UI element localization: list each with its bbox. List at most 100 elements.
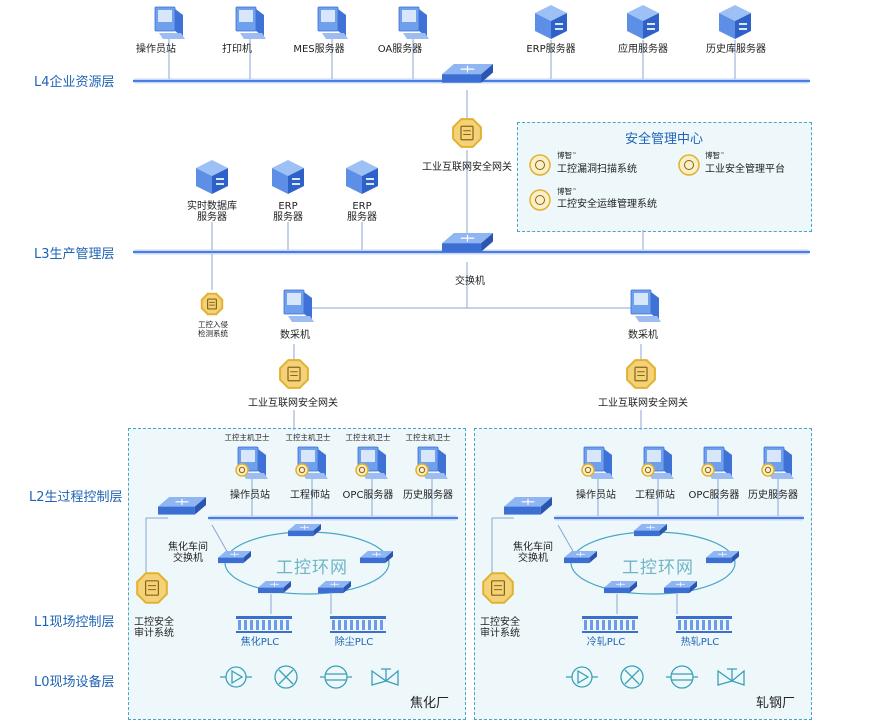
right-ring-switch-icon-2 (706, 551, 739, 564)
l3-erp1-line1: ERP (278, 201, 298, 212)
right-ring-label: 工控环网 (622, 558, 694, 578)
l3-rtdb-line2: 服务器 (197, 212, 227, 223)
l4-core-switch-icon (442, 64, 493, 83)
l3-collector-right-icon (630, 289, 661, 322)
l4-device-icon-3 (398, 6, 429, 39)
right-host-guard-icon-0 (581, 463, 595, 477)
left-flowmeter-icon (320, 665, 352, 689)
right-plc-2-label: 热轧PLC (680, 637, 720, 648)
l3-bus (133, 249, 810, 255)
left-opc-server-label: OPC服务器 (342, 490, 394, 501)
left-switch-line1: 焦化车间 (168, 542, 208, 553)
right-host-guard-icon-1 (641, 463, 655, 477)
right-audit-icon (482, 572, 514, 604)
left-host-guard-icon-0 (235, 463, 249, 477)
layer-l0-label: L0现场设备层 (34, 675, 115, 690)
l4-oa-server-label: OA服务器 (377, 44, 423, 55)
left-host-guard-icon-3 (415, 463, 429, 477)
l3-core-switch-icon (442, 233, 493, 252)
l3-collector-right-label: 数采机 (628, 330, 658, 341)
left-history-server-label: 历史服务器 (403, 490, 453, 501)
right-plc-1-label: 冷轧PLC (586, 637, 626, 648)
security-brand-3: 博智™ (557, 187, 577, 196)
left-operator-station-label: 操作员站 (230, 490, 270, 501)
left-host-guard-icon-1 (295, 463, 309, 477)
left-valve-cross-icon (274, 665, 298, 689)
l4-mes-server-label: MES服务器 (293, 44, 345, 55)
left-ring-switch-icon-3 (258, 581, 291, 594)
right-ring-switch-icon-0 (634, 524, 667, 537)
l3-server-icon-0 (196, 160, 228, 194)
left-plc-icon-1 (236, 616, 292, 633)
left-switch-label: 焦化车间交换机 (160, 542, 216, 564)
layer-l3-label: L3生产管理层 (34, 247, 115, 262)
l3-collector-left-label: 数采机 (280, 330, 310, 341)
left-pump-icon (220, 666, 252, 688)
right-valve-cross-icon (620, 665, 644, 689)
left-ring-switch-icon-4 (318, 581, 351, 594)
l4-erp-server-label: ERP服务器 (526, 44, 576, 55)
security-item-vuln-scan: 工控漏洞扫描系统 (557, 164, 637, 175)
l3-rtdb-line1: 实时数据库 (187, 201, 237, 212)
left-audit-line1: 工控安全 (134, 617, 174, 628)
l3-gateway-left-icon (279, 359, 309, 389)
l3-gateway-left-label: 工业互联网安全网关 (248, 398, 338, 409)
right-switch-label: 焦化车间交换机 (505, 542, 561, 564)
right-flowmeter-icon (666, 665, 698, 689)
security-item-mgmt-platform: 工业安全管理平台 (705, 164, 785, 175)
right-switch-to-ring (557, 524, 575, 554)
left-host-guard-icon-2 (355, 463, 369, 477)
mgmt-platform-icon (678, 154, 700, 176)
l4-printer-label: 打印机 (222, 44, 252, 55)
l4-device-icon-0 (154, 6, 185, 39)
right-engineer-station-label: 工程师站 (635, 490, 675, 501)
right-pump-icon (566, 666, 598, 688)
l4-operator-station-label: 操作员站 (136, 44, 176, 55)
l3-switch-label: 交换机 (455, 276, 485, 287)
l3-server-icon-1 (272, 160, 304, 194)
layer-l4-label: L4企业资源层 (34, 75, 115, 90)
left-l2-bus (208, 515, 458, 521)
plant-right-zone (474, 428, 812, 720)
layer-l1-label: L1现场控制层 (34, 615, 115, 630)
right-audit-line2: 审计系统 (480, 628, 520, 639)
security-brand-text-1: 博智 (557, 151, 572, 160)
right-audit-line1: 工控安全 (480, 617, 520, 628)
security-center-title: 安全管理中心 (625, 132, 704, 147)
l4-server-icon-0 (535, 5, 567, 39)
right-opc-server-label: OPC服务器 (688, 490, 740, 501)
l4-gateway-icon (452, 118, 482, 148)
left-guard-label-2: 工控主机卫士 (285, 433, 331, 442)
right-ring-switch-icon-3 (604, 581, 637, 594)
right-workshop-switch-icon (504, 497, 552, 515)
security-tm-2: ™ (720, 152, 725, 158)
security-item-ops-mgmt: 工控安全运维管理系统 (557, 199, 657, 210)
l3-erp2-line2: 服务器 (347, 212, 377, 223)
right-history-server-label: 历史服务器 (748, 490, 798, 501)
security-brand-2: 博智™ (705, 151, 725, 160)
l3-erp1-line2: 服务器 (273, 212, 303, 223)
left-control-valve-icon (371, 668, 399, 686)
right-ring-switch-icon-1 (564, 551, 597, 564)
left-ring-label: 工控环网 (276, 558, 348, 578)
security-brand-text-3: 博智 (557, 187, 572, 196)
security-center-box (517, 122, 812, 232)
l4-server-icon-1 (627, 5, 659, 39)
left-ring-switch-icon-1 (218, 551, 251, 564)
right-l2-bus (554, 515, 804, 521)
l4-server-icon-2 (719, 5, 751, 39)
l3-gateway-right-label: 工业互联网安全网关 (598, 398, 688, 409)
l4-history-server-label: 历史库服务器 (706, 44, 766, 55)
left-plant-name: 焦化厂 (410, 696, 450, 711)
layer-l2-label: L2生过程控制层 (29, 490, 123, 505)
right-host-guard-icon-2 (701, 463, 715, 477)
left-ring-switch-icon-2 (360, 551, 393, 564)
right-switch-line1: 焦化车间 (513, 542, 553, 553)
right-switch-line2: 交换机 (518, 553, 548, 564)
left-audit-line2: 审计系统 (134, 628, 174, 639)
left-guard-label-1: 工控主机卫士 (224, 433, 270, 442)
